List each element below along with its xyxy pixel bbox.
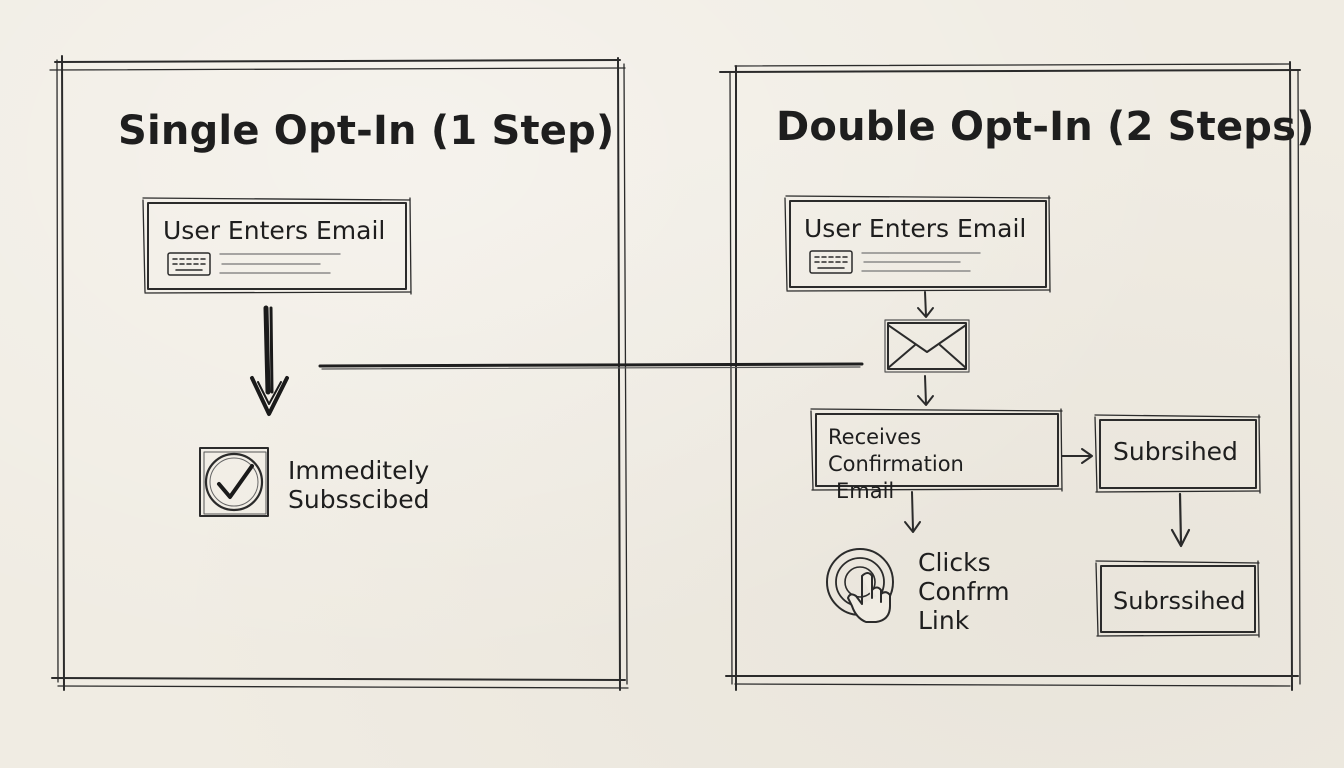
click-confirm-label: Clicks Confrm Link <box>918 548 1038 635</box>
arrow-down-icon <box>1170 492 1191 548</box>
confirmation-email-label: Receives Confirmation Email <box>828 424 1058 505</box>
subscribed-box-2 <box>1095 560 1260 638</box>
subscribed-label-2: Subrssihed <box>1113 587 1246 615</box>
checkmark-icon <box>199 447 269 517</box>
confirmation-email-line2: Email <box>836 479 895 503</box>
confirmation-email-line1: Receives Confirmation <box>828 425 964 476</box>
click-confirm-line3: Link <box>918 606 970 635</box>
double-opt-in-panel <box>719 61 1301 691</box>
confirmation-email-box <box>810 408 1063 492</box>
keyboard-icon <box>809 250 853 274</box>
double-email-box <box>784 195 1051 293</box>
single-result-label: Immeditely Subsscibed <box>288 456 468 514</box>
keyboard-icon <box>167 252 211 276</box>
arrow-down-icon <box>250 305 289 416</box>
arrow-down-icon <box>904 491 921 533</box>
single-result-line2: Subsscibed <box>288 485 430 514</box>
single-opt-in-title: Single Opt-In (1 Step) <box>118 108 615 154</box>
pointer-click-icon <box>826 548 894 623</box>
single-email-label: User Enters Email <box>163 216 386 245</box>
arrow-down-icon <box>917 291 934 318</box>
subscribed-box-1 <box>1094 414 1261 494</box>
envelope-icon <box>884 319 970 373</box>
arrow-right-icon <box>1061 448 1093 464</box>
double-email-label: User Enters Email <box>804 214 1027 243</box>
single-result-line1: Immeditely <box>288 456 430 485</box>
cross-panel-connector <box>318 362 864 370</box>
single-email-input-lines <box>219 253 341 274</box>
single-email-box <box>142 197 412 295</box>
single-opt-in-panel <box>49 55 629 691</box>
double-opt-in-title: Double Opt-In (2 Steps) <box>776 104 1315 150</box>
subscribed-label-1: Subrsihed <box>1113 437 1238 466</box>
double-email-input-lines <box>861 252 981 272</box>
click-confirm-line2: Confrm <box>918 577 1010 606</box>
arrow-down-icon <box>917 375 934 406</box>
click-confirm-line1: Clicks <box>918 548 991 577</box>
